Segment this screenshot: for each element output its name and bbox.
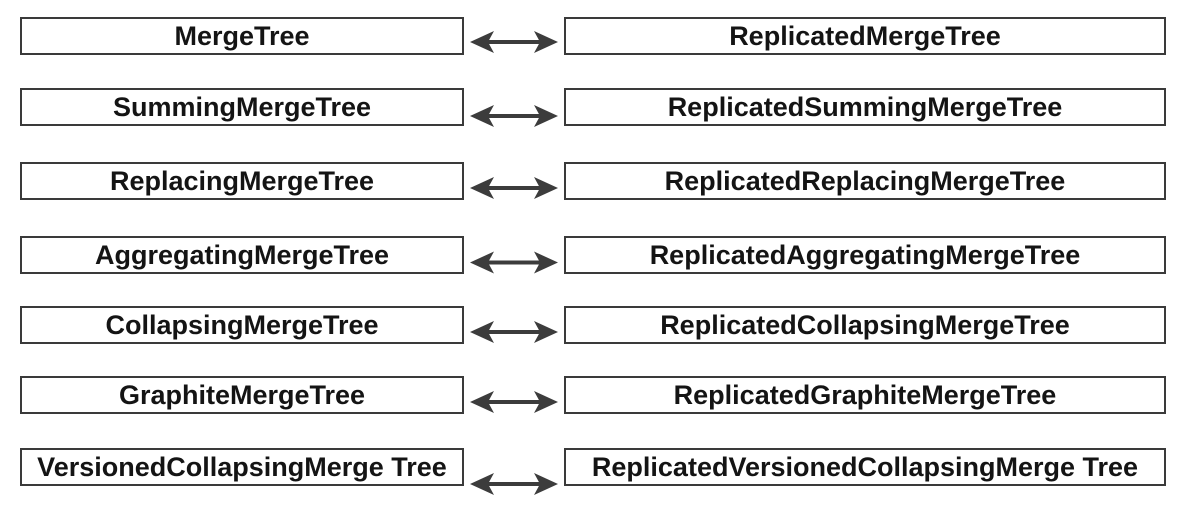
bidirectional-arrow-icon: [464, 88, 564, 144]
bidirectional-arrow-graphic: [470, 105, 558, 127]
engine-box-replacing-mergetree: ReplacingMergeTree: [20, 162, 464, 200]
arrowhead-left: [470, 177, 494, 199]
arrowhead-left: [470, 391, 494, 413]
engine-box-replicated-aggregating-mergetree: ReplicatedAggregatingMergeTree: [564, 236, 1166, 274]
engine-row-graphite: GraphiteMergeTree ReplicatedGraphiteMerg…: [0, 376, 1180, 428]
arrowhead-right: [534, 321, 558, 343]
arrowhead-left: [470, 105, 494, 127]
engine-box-replicated-versioned-collapsing-mergetree: ReplicatedVersionedCollapsingMerge Tree: [564, 448, 1166, 486]
engine-box-replicated-replacing-mergetree: ReplicatedReplacingMergeTree: [564, 162, 1166, 200]
arrowhead-right: [534, 105, 558, 127]
arrowhead-right: [534, 251, 558, 274]
bidirectional-arrow-icon: [464, 376, 564, 428]
bidirectional-arrow-graphic: [470, 321, 558, 343]
engine-row-replacing: ReplacingMergeTree ReplicatedReplacingMe…: [0, 162, 1180, 214]
arrowhead-right: [534, 473, 558, 495]
engine-row-summing: SummingMergeTree ReplicatedSummingMergeT…: [0, 88, 1180, 144]
engine-box-mergetree: MergeTree: [20, 17, 464, 55]
engine-box-replicated-summing-mergetree: ReplicatedSummingMergeTree: [564, 88, 1166, 126]
bidirectional-arrow-graphic: [470, 31, 558, 53]
arrowhead-left: [470, 31, 494, 53]
bidirectional-arrow-icon: [464, 17, 564, 67]
engine-row-versioned-collapsing: VersionedCollapsingMerge Tree Replicated…: [0, 448, 1180, 520]
engine-box-replicated-collapsing-mergetree: ReplicatedCollapsingMergeTree: [564, 306, 1166, 344]
arrowhead-left: [470, 251, 494, 274]
engine-box-replicated-mergetree: ReplicatedMergeTree: [564, 17, 1166, 55]
arrowhead-left: [470, 321, 494, 343]
engine-row-aggregating: AggregatingMergeTree ReplicatedAggregati…: [0, 236, 1180, 289]
bidirectional-arrow-icon: [464, 306, 564, 358]
engine-box-aggregating-mergetree: AggregatingMergeTree: [20, 236, 464, 274]
bidirectional-arrow-graphic: [470, 251, 558, 274]
engine-row-collapsing: CollapsingMergeTree ReplicatedCollapsing…: [0, 306, 1180, 358]
arrowhead-left: [470, 473, 494, 495]
arrowhead-right: [534, 177, 558, 199]
engine-row-mergetree: MergeTree ReplicatedMergeTree: [0, 17, 1180, 67]
bidirectional-arrow-icon: [464, 448, 564, 520]
bidirectional-arrow-graphic: [470, 473, 558, 495]
engine-box-collapsing-mergetree: CollapsingMergeTree: [20, 306, 464, 344]
engine-box-versioned-collapsing-mergetree: VersionedCollapsingMerge Tree: [20, 448, 464, 486]
bidirectional-arrow-icon: [464, 162, 564, 214]
bidirectional-arrow-graphic: [470, 177, 558, 199]
engine-box-replicated-graphite-mergetree: ReplicatedGraphiteMergeTree: [564, 376, 1166, 414]
engine-box-graphite-mergetree: GraphiteMergeTree: [20, 376, 464, 414]
arrowhead-right: [534, 391, 558, 413]
bidirectional-arrow-icon: [464, 236, 564, 289]
engine-box-summing-mergetree: SummingMergeTree: [20, 88, 464, 126]
bidirectional-arrow-graphic: [470, 391, 558, 413]
arrowhead-right: [534, 31, 558, 53]
